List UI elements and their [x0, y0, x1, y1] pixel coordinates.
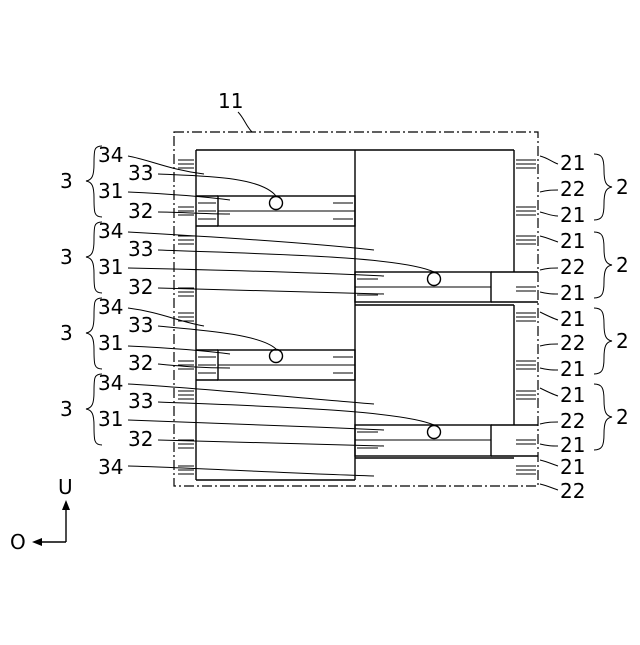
label-21-bottom: 21: [560, 455, 585, 479]
brace-2-group-1: [594, 154, 612, 220]
label-32-g1: 32: [128, 199, 153, 223]
label-32-g4: 32: [128, 427, 153, 451]
pin-33-left-1: [270, 197, 283, 210]
pin-33-right-1: [428, 273, 441, 286]
label-21-r1b: 21: [560, 203, 585, 227]
left-stack: [196, 150, 355, 480]
label-22-r2: 22: [560, 255, 585, 279]
axis-label-up: U: [58, 475, 73, 499]
label-22-r4: 22: [560, 409, 585, 433]
frame-11-outline: [174, 132, 538, 486]
orientation-axes: U O: [10, 475, 73, 554]
label-34-g2: 34: [98, 219, 123, 243]
label-34-g3: 34: [98, 295, 123, 319]
brace-2-group-3: [594, 308, 612, 374]
label-22-bottom: 22: [560, 479, 585, 503]
label-31-g3: 31: [98, 331, 123, 355]
label-2-group-2: 2: [616, 253, 629, 277]
label-21-r4b: 21: [560, 433, 585, 457]
label-33-g4: 33: [128, 389, 153, 413]
label-3-group-1: 3: [60, 169, 73, 193]
pin-33-right-2: [428, 426, 441, 439]
right-labels: 21 22 21 2 21 22 21 2 21 22 21 2 21 22 2…: [540, 151, 629, 503]
label-31-g4: 31: [98, 407, 123, 431]
brace-2-group-4: [594, 384, 612, 450]
label-22-r1: 22: [560, 177, 585, 201]
label-33-g3: 33: [128, 313, 153, 337]
left-arrow-icon: [32, 538, 42, 546]
hatch-marks: [178, 160, 536, 474]
label-32-g2: 32: [128, 275, 153, 299]
label-33-g2: 33: [128, 237, 153, 261]
brace-2-group-2: [594, 232, 612, 298]
label-2-group-3: 2: [616, 329, 629, 353]
label-21-r3a: 21: [560, 307, 585, 331]
label-33-g1: 33: [128, 161, 153, 185]
label-31-g1: 31: [98, 179, 123, 203]
label-21-r3b: 21: [560, 357, 585, 381]
label-34-g4: 34: [98, 371, 123, 395]
axis-label-out: O: [10, 530, 26, 554]
label-3-group-4: 3: [60, 397, 73, 421]
label-21-r4a: 21: [560, 383, 585, 407]
right-stack: [355, 150, 538, 458]
label-21-r2b: 21: [560, 281, 585, 305]
up-arrow-icon: [62, 500, 70, 510]
label-3-group-2: 3: [60, 245, 73, 269]
label-21-r2a: 21: [560, 229, 585, 253]
frame-11-label: 11: [218, 89, 243, 113]
label-3-group-3: 3: [60, 321, 73, 345]
frame-11-leader: [238, 112, 252, 132]
label-21-r1a: 21: [560, 151, 585, 175]
label-2-group-4: 2: [616, 405, 629, 429]
label-34-g1: 34: [98, 143, 123, 167]
label-32-g3: 32: [128, 351, 153, 375]
pin-33-left-2: [270, 350, 283, 363]
label-34-bottom: 34: [98, 455, 123, 479]
label-2-group-1: 2: [616, 175, 629, 199]
label-22-r3: 22: [560, 331, 585, 355]
label-31-g2: 31: [98, 255, 123, 279]
left-labels: 3 34 33 31 32 3 34 33 31 32 3 34 33 31 3…: [60, 143, 434, 479]
